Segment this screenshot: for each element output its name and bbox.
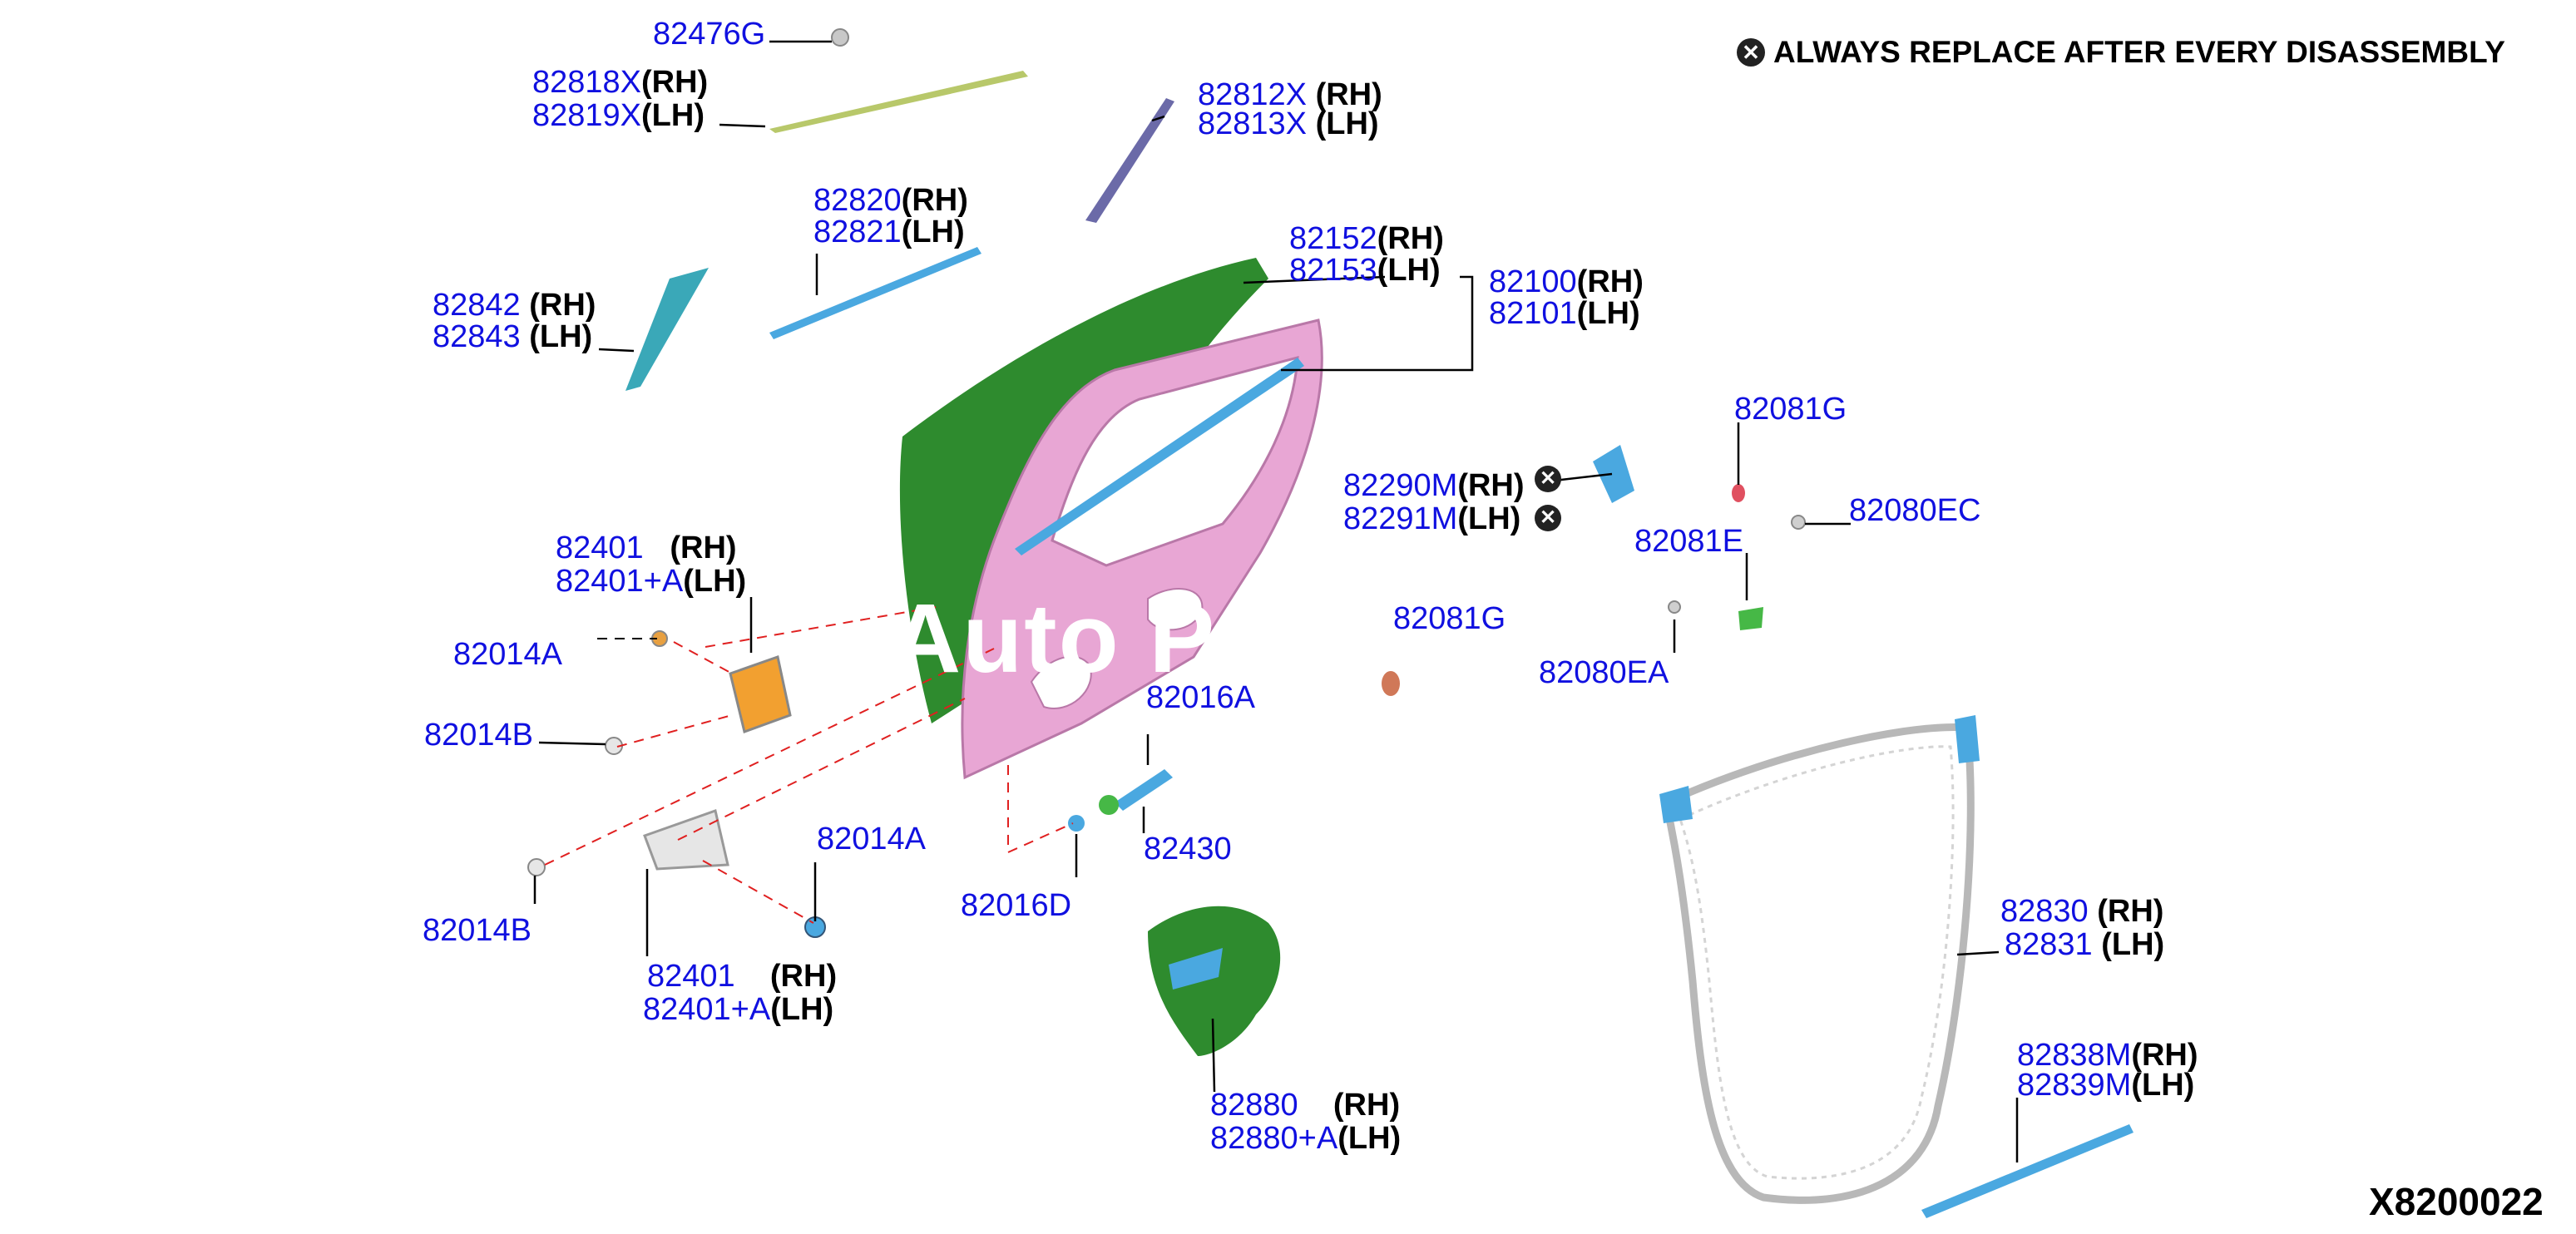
callout-82401-lower[interactable]: 82401 (RH) <box>647 959 838 994</box>
lower-seal-part <box>1921 1124 2133 1218</box>
weatherstrip-clip <box>1955 715 1980 763</box>
callout-82014b-lower[interactable]: 82014B <box>423 913 532 948</box>
door-check-part <box>1115 769 1173 811</box>
callout-82080ec[interactable]: 82080EC <box>1849 493 1981 528</box>
callout-82818x[interactable]: 82818X(RH) <box>532 65 709 100</box>
cap-part <box>1382 671 1400 696</box>
callout-82153[interactable]: 82153(LH) <box>1289 253 1441 288</box>
bolt-part <box>527 858 546 876</box>
callout-82880[interactable]: 82880 (RH) <box>1210 1088 1401 1123</box>
legend-text: ALWAYS REPLACE AFTER EVERY DISASSEMBLY <box>1773 35 2505 69</box>
clip-part <box>831 28 849 47</box>
garnish-part <box>1085 98 1174 223</box>
callout-82813x[interactable]: 82813X (LH) <box>1198 106 1379 141</box>
callout-82839m[interactable]: 82839M(LH) <box>2017 1068 2195 1103</box>
weatherstrip-inner <box>1679 745 1955 1180</box>
outside-molding-part <box>769 247 981 339</box>
callout-82838m[interactable]: 82838M(RH) <box>2017 1038 2198 1073</box>
callout-82081e[interactable]: 82081E <box>1634 524 1744 559</box>
callout-82430[interactable]: 82430 <box>1144 832 1232 866</box>
callout-82401-upper[interactable]: 82401 (RH) <box>556 531 737 565</box>
callout-82821[interactable]: 82821(LH) <box>813 215 965 249</box>
stopper-part <box>1068 815 1085 832</box>
callout-82016a[interactable]: 82016A <box>1146 680 1256 715</box>
sealing-screen-part <box>1148 906 1281 1056</box>
latch-part <box>1738 607 1763 630</box>
callout-82476g[interactable]: 82476G <box>653 17 766 52</box>
callout-82843[interactable]: 82843 (LH) <box>433 319 593 354</box>
callout-82842[interactable]: 82842 (RH) <box>433 288 596 323</box>
callout-82880a[interactable]: 82880+A(LH) <box>1210 1121 1402 1156</box>
diagram-code: X8200022 <box>2369 1180 2544 1223</box>
callout-82290m[interactable]: 82290M(RH) <box>1343 468 1525 503</box>
watermark-text: Auto P <box>890 584 1217 694</box>
callout-82291m[interactable]: 82291M(LH) <box>1343 501 1521 536</box>
callout-82819x[interactable]: 82819X(LH) <box>532 98 705 133</box>
window-run-part <box>1015 358 1304 555</box>
leader-lines <box>533 40 2019 1162</box>
sash-molding-part <box>769 71 1028 133</box>
weatherstrip-clip <box>1659 786 1693 823</box>
callout-82831[interactable]: 82831 (LH) <box>2005 927 2165 962</box>
lock-actuator-part <box>1593 445 1634 503</box>
grommet-part <box>1732 484 1745 502</box>
weatherstrip-part <box>1661 723 1975 1204</box>
callout-82100[interactable]: 82100(RH) <box>1489 264 1644 299</box>
legend: ✕ ALWAYS REPLACE AFTER EVERY DISASSEMBLY <box>1737 35 2505 70</box>
sealing-screen-tab <box>1169 948 1223 990</box>
callout-82812x[interactable]: 82812X (RH) <box>1198 77 1382 112</box>
callout-82016d[interactable]: 82016D <box>961 888 1072 923</box>
screw-part <box>1791 515 1806 530</box>
callout-partial-left[interactable]: 82014A <box>453 637 563 672</box>
circled-x-icon: ✕ <box>1535 505 1561 531</box>
callout-partial-low[interactable]: 82080EA <box>1539 655 1669 690</box>
partition-seal-part <box>625 268 709 391</box>
callout-82830[interactable]: 82830 (RH) <box>2000 894 2164 929</box>
callout-partial-mid[interactable]: 82081G <box>1393 601 1506 636</box>
check-bolt-part <box>1099 795 1119 815</box>
callout-82401a-lower[interactable]: 82401+A(LH) <box>643 992 834 1027</box>
callout-82014a[interactable]: 82014A <box>817 822 927 856</box>
lower-hinge <box>643 809 729 871</box>
circled-x-icon: ✕ <box>1737 38 1765 67</box>
callout-82101[interactable]: 82101(LH) <box>1489 296 1640 331</box>
dashed-guides <box>544 606 1074 924</box>
callout-82152[interactable]: 82152(RH) <box>1289 221 1444 256</box>
circled-x-icon: ✕ <box>1535 466 1561 492</box>
upper-hinge <box>729 655 792 733</box>
callout-82014b-upper[interactable]: 82014B <box>424 718 534 753</box>
door-inner-cutouts <box>1030 588 1204 709</box>
callout-82401a-upper[interactable]: 82401+A(LH) <box>556 564 747 599</box>
clip-part <box>1668 600 1681 614</box>
callout-82820[interactable]: 82820(RH) <box>813 183 968 218</box>
callout-82081g[interactable]: 82081G <box>1734 392 1847 427</box>
